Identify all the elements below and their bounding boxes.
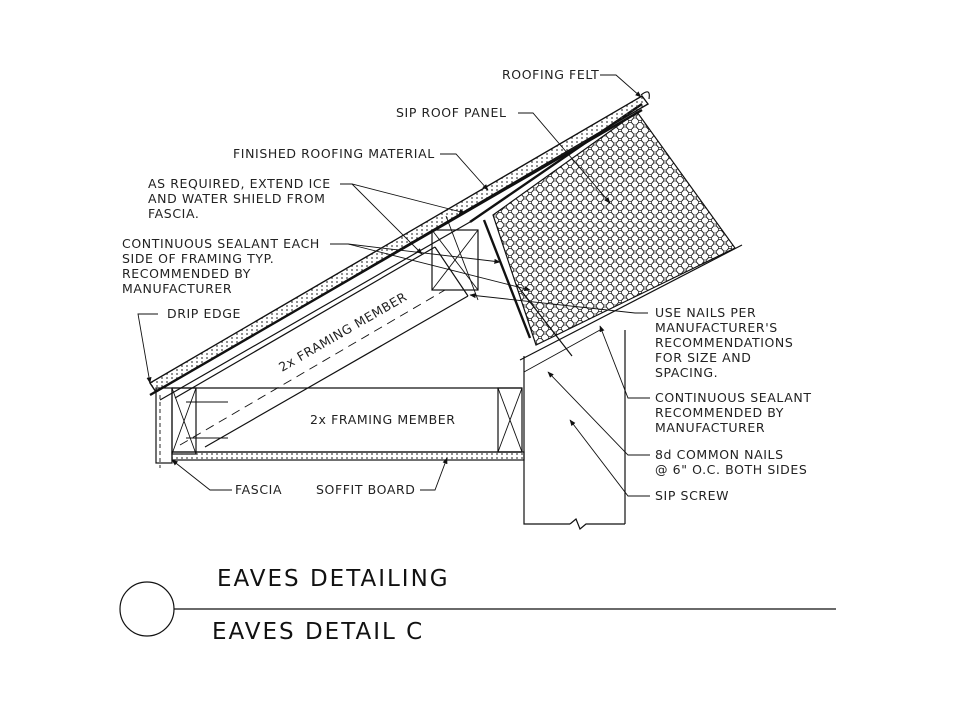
label-soffit-board: SOFFIT BOARD	[316, 482, 416, 497]
label-joist: 2x FRAMING MEMBER	[310, 412, 456, 427]
label-roofing-felt: ROOFING FELT	[502, 67, 599, 82]
detail-callout-circle	[119, 581, 175, 637]
label-fascia: FASCIA	[235, 482, 282, 497]
label-ice-water-shield: AS REQUIRED, EXTEND ICE AND WATER SHIELD…	[148, 176, 335, 221]
label-sealant-manufacturer: CONTINUOUS SEALANT RECOMMENDED BY MANUFA…	[655, 390, 816, 435]
label-sip-roof-panel: SIP ROOF PANEL	[396, 105, 507, 120]
roofing-felt-end	[640, 91, 650, 100]
label-sealant-framing: CONTINUOUS SEALANT EACH SIDE OF FRAMING …	[122, 236, 325, 296]
detail-subheading: EAVES DETAIL C	[212, 619, 424, 645]
roofing-felt-line	[149, 108, 643, 397]
rafter	[174, 246, 469, 448]
leaders	[137, 74, 650, 497]
label-drip-edge: DRIP EDGE	[167, 306, 241, 321]
soffit-board	[171, 451, 525, 461]
roof-assembly	[149, 91, 743, 530]
blocking	[431, 215, 479, 301]
label-nails-per-manufacturer: USE NAILS PER MANUFACTURER'S RECOMMENDAT…	[655, 305, 798, 380]
sip-screw	[515, 283, 573, 357]
wall	[523, 329, 626, 530]
detail-heading: EAVES DETAILING	[217, 566, 450, 592]
label-finished-roofing-material: FINISHED ROOFING MATERIAL	[233, 146, 435, 161]
sip-end-spline	[482, 219, 532, 339]
label-common-nails: 8d COMMON NAILS @ 6" O.C. BOTH SIDES	[655, 447, 807, 477]
title-block: EAVES DETAILING EAVES DETAIL C	[119, 566, 836, 645]
sip-bottom-skin	[519, 244, 743, 361]
label-sip-screw: SIP SCREW	[655, 488, 729, 503]
roofing-material	[149, 95, 650, 393]
